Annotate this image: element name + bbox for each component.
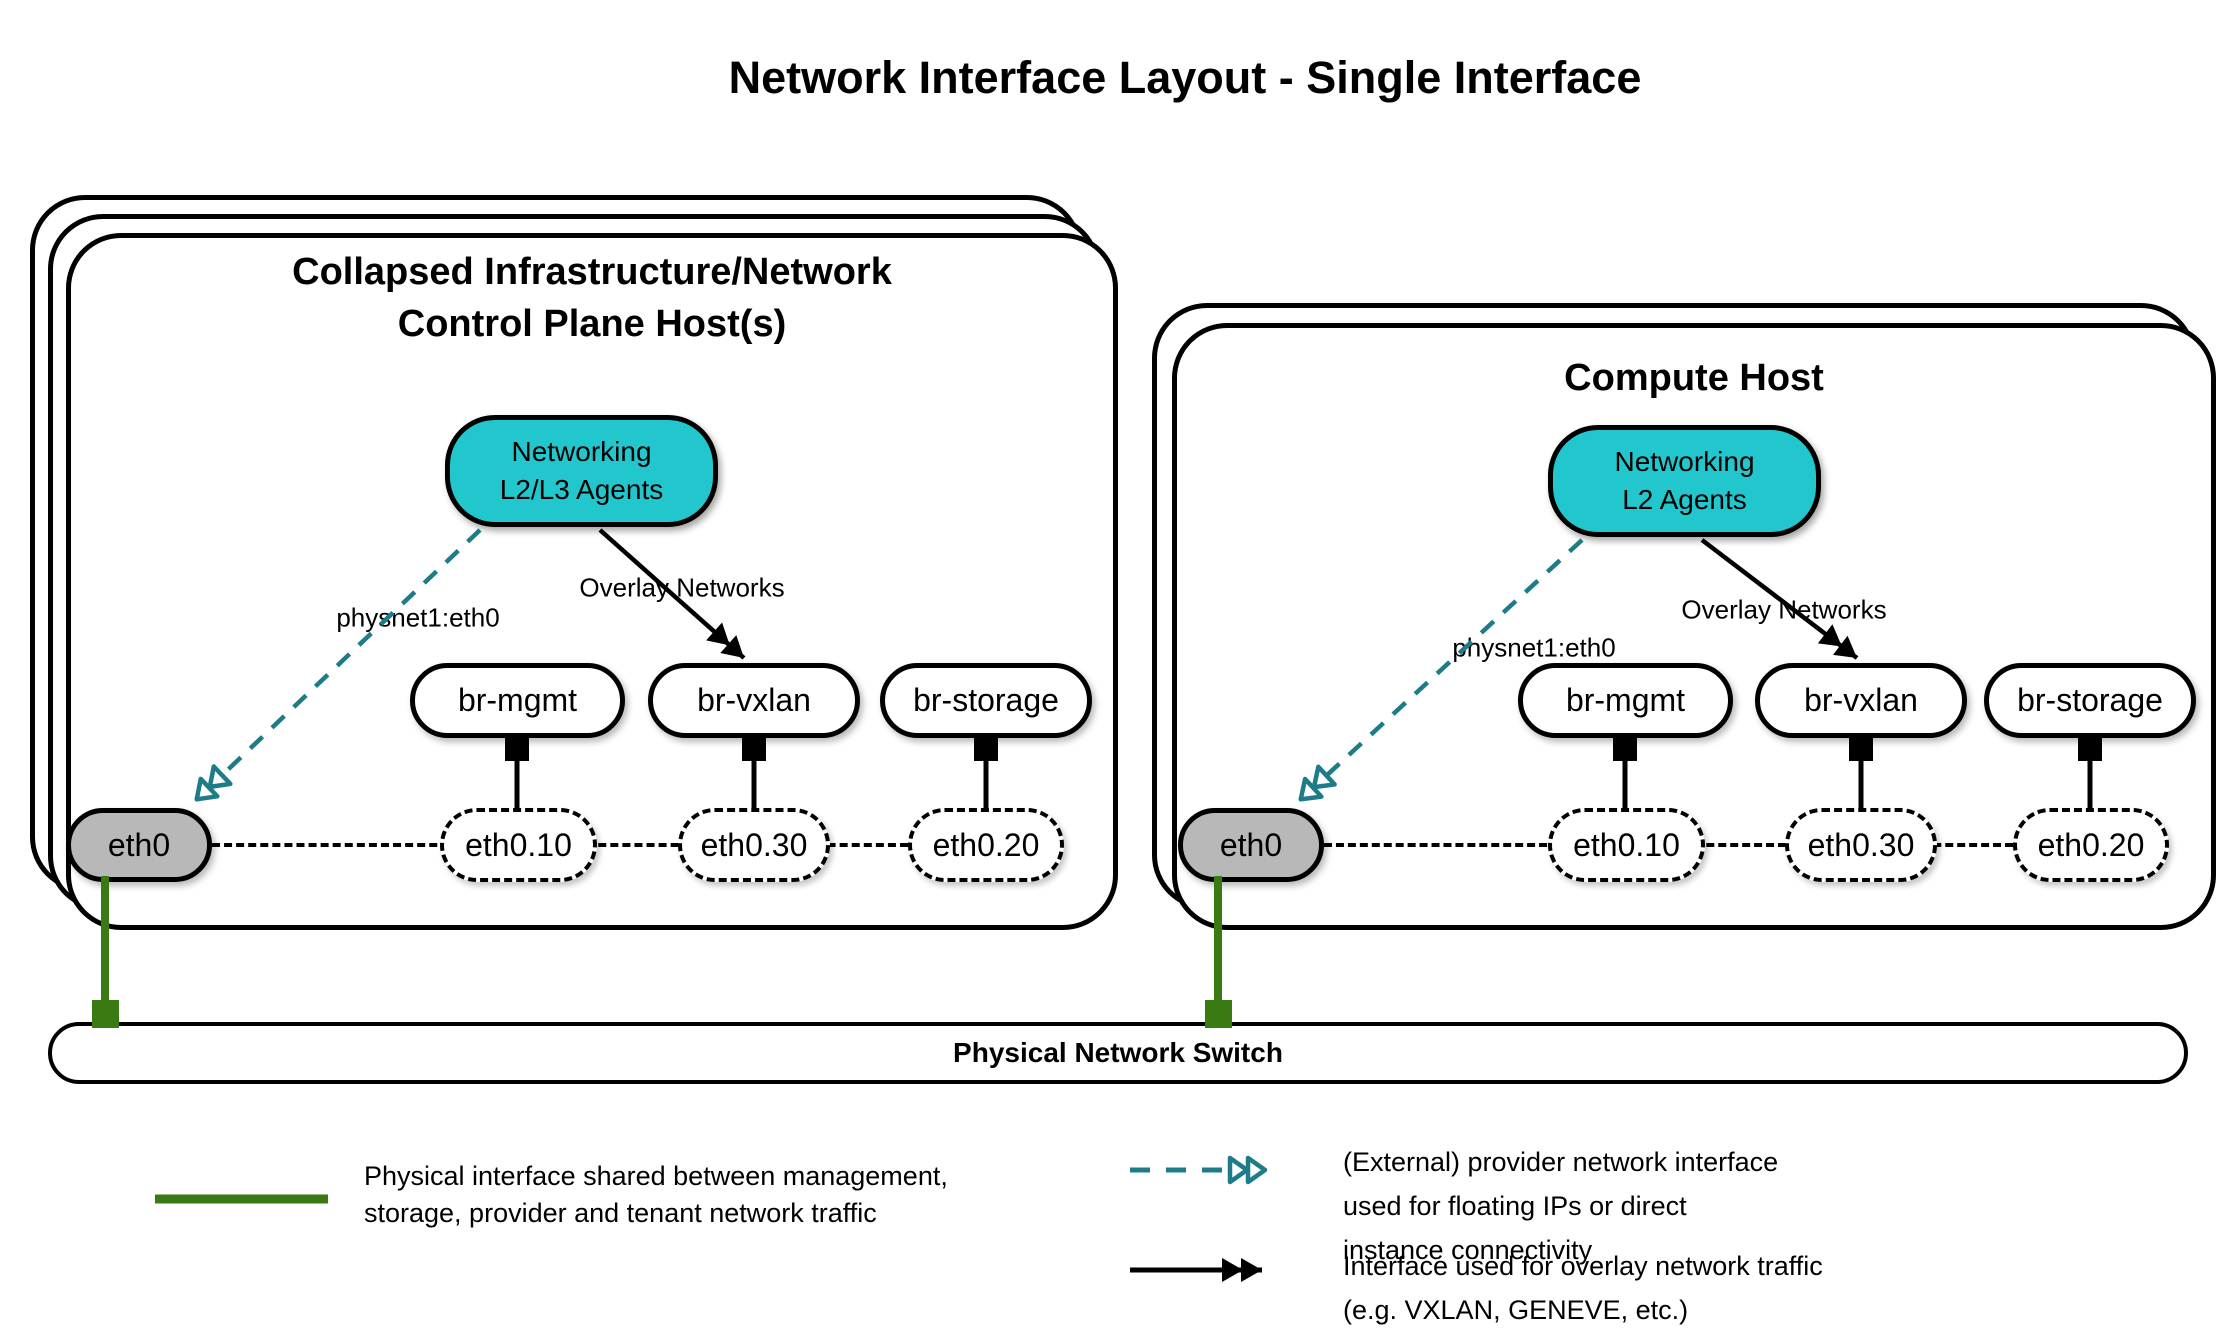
compute-host-bridge-br-storage: br-storage <box>1984 663 2196 738</box>
bridge-label: br-vxlan <box>697 682 811 718</box>
legend-line: Interface used for overlay network traff… <box>1343 1251 1823 1281</box>
page-title: Network Interface Layout - Single Interf… <box>728 52 1642 103</box>
control-host-title: Collapsed Infrastructure/Network Control… <box>166 246 1018 350</box>
interface-label: eth0.10 <box>465 826 572 863</box>
compute-host-interface-eth0-10: eth0.10 <box>1548 808 1705 882</box>
compute-host-overlay-arrow-label: Overlay Networks <box>1681 594 1887 625</box>
control-host-bridge-br-mgmt: br-mgmt <box>410 663 625 738</box>
bridge-label: br-storage <box>2017 682 2163 718</box>
compute-host-interface-eth0-30: eth0.30 <box>1785 808 1937 882</box>
control-host-provider-arrow-label: physnet1:eth0 <box>336 602 500 633</box>
legend-line: storage, provider and tenant network tra… <box>364 1198 877 1228</box>
bridge-label: br-vxlan <box>1804 682 1918 718</box>
agent-label-line2: L2 Agents <box>1622 484 1747 515</box>
legend-physical-interface-text: Physical interface shared between manage… <box>364 1158 948 1232</box>
physical-network-switch: Physical Network Switch <box>48 1022 2188 1084</box>
agent-label-line2: L2/L3 Agents <box>499 474 664 505</box>
legend-provider-interface-text: (External) provider network interface us… <box>1343 1140 1778 1272</box>
agent-label-line1: Networking <box>511 436 652 467</box>
interface-label: eth0.30 <box>700 826 808 863</box>
control-host-interface-eth0-20: eth0.20 <box>908 808 1064 882</box>
interface-label: eth0 <box>107 826 171 863</box>
legend-line: Physical interface shared between manage… <box>364 1161 948 1191</box>
compute-host-title-line1: Compute Host <box>1564 357 1824 399</box>
legend-overlay-interface-text: Interface used for overlay network traff… <box>1343 1244 1823 1332</box>
control-host-overlay-arrow-label: Overlay Networks <box>579 572 785 603</box>
compute-host-interface-eth0-20: eth0.20 <box>2013 808 2169 882</box>
control-host-bridge-br-vxlan: br-vxlan <box>648 663 860 738</box>
compute-host-interface-eth0: eth0 <box>1178 808 1324 882</box>
interface-label: eth0.30 <box>1807 826 1915 863</box>
bridge-label: br-mgmt <box>457 682 578 718</box>
compute-host-provider-arrow-label: physnet1:eth0 <box>1452 632 1616 663</box>
compute-host-bridge-br-vxlan: br-vxlan <box>1755 663 1967 738</box>
control-host-interface-eth0-30: eth0.30 <box>678 808 830 882</box>
control-host-interface-eth0-10: eth0.10 <box>440 808 597 882</box>
interface-label: eth0 <box>1219 826 1283 863</box>
compute-host-bridge-br-mgmt: br-mgmt <box>1518 663 1733 738</box>
control-host-bridge-br-storage: br-storage <box>880 663 1092 738</box>
compute-host-title: Compute Host <box>1244 352 2144 404</box>
legend-line: (e.g. VXLAN, GENEVE, etc.) <box>1343 1295 1689 1325</box>
legend-line: (External) provider network interface <box>1343 1147 1779 1177</box>
legend-line: instance connectivity <box>1343 1235 1593 1265</box>
control-host-title-line2: Control Plane Host(s) <box>397 303 787 345</box>
compute-host-networking-agents-node: Networking L2 Agents <box>1548 425 1821 537</box>
control-host-networking-agents-node: Networking L2/L3 Agents <box>445 415 718 527</box>
agent-label-line1: Networking <box>1614 446 1755 477</box>
bridge-label: br-storage <box>913 682 1059 718</box>
interface-label: eth0.20 <box>2037 826 2145 863</box>
interface-label: eth0.10 <box>1573 826 1680 863</box>
control-host-interface-eth0: eth0 <box>66 808 212 882</box>
legend-line: used for floating IPs or direct <box>1343 1191 1687 1221</box>
control-host-title-line1: Collapsed Infrastructure/Network <box>292 251 892 293</box>
interface-label: eth0.20 <box>932 826 1040 863</box>
switch-label: Physical Network Switch <box>953 1037 1283 1068</box>
bridge-label: br-mgmt <box>1565 682 1686 718</box>
